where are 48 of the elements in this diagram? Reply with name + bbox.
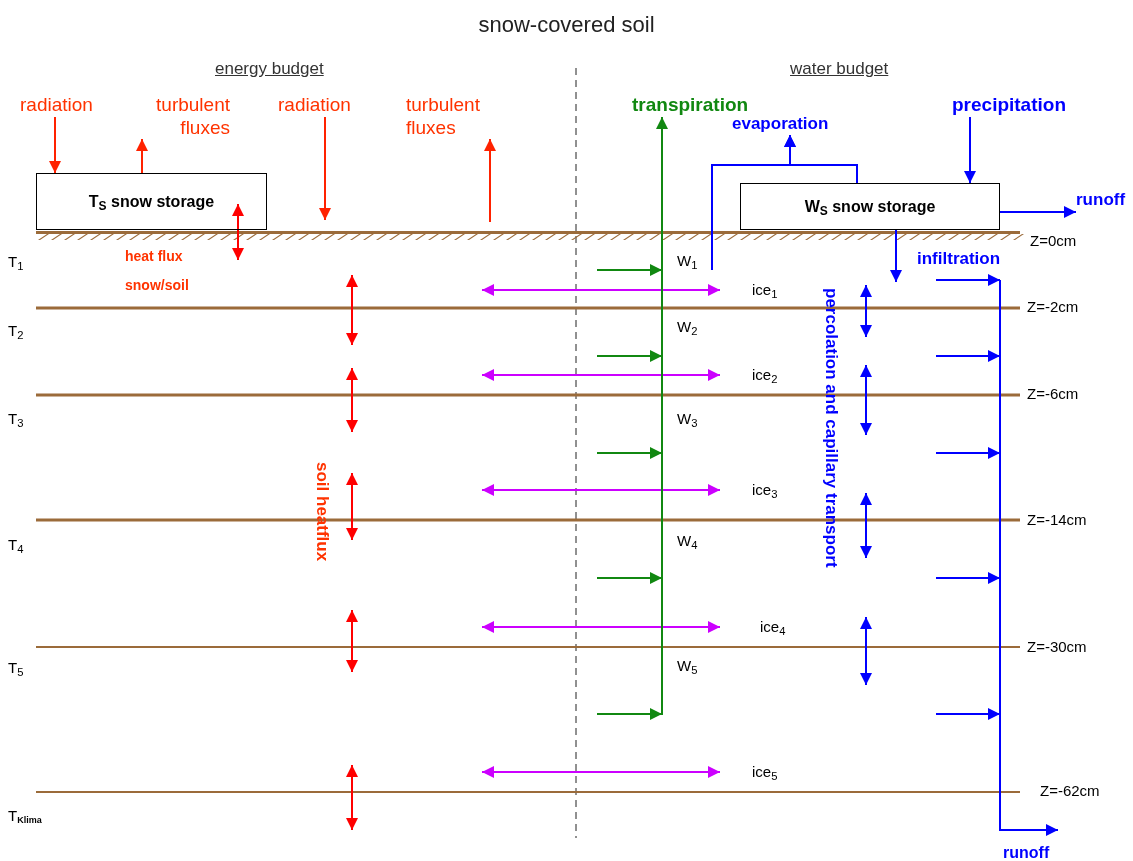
arrow [49, 116, 61, 174]
ice-label: ice$_{5}$ [752, 762, 778, 784]
diagram-title: snow-covered soil [478, 11, 655, 39]
ice-label: ice$_{1}$ [752, 280, 778, 302]
water-label: W$_{5}$ [677, 656, 698, 678]
arrow [319, 116, 331, 221]
flux-note: runoff [1003, 843, 1050, 861]
temperature-label: T$_{Klima}$ [8, 806, 42, 828]
water-label: W$_{4}$ [677, 531, 698, 553]
water-label: W$_{1}$ [677, 251, 698, 273]
ice-label: ice$_{2}$ [752, 365, 778, 387]
water-label: W$_{3}$ [677, 409, 698, 431]
depth-label: Z=-62cm [1040, 781, 1100, 801]
temperature-label: T$_{5}$ [8, 658, 24, 680]
flux-label: turbulent fluxes [406, 93, 516, 139]
flux-note: infiltration [917, 248, 1001, 270]
arrow [136, 138, 148, 174]
vertical-label: percolation and capillary transport [821, 288, 841, 568]
arrow [484, 138, 496, 223]
depth-label: Z=0cm [1030, 231, 1077, 251]
depth-label: Z=-30cm [1027, 637, 1087, 657]
arrow [964, 116, 976, 184]
temperature-label: T$_{4}$ [8, 535, 24, 557]
depth-label: Z=-2cm [1027, 297, 1079, 317]
water-label: W$_{2}$ [677, 317, 698, 339]
arrow [711, 134, 796, 271]
depth-label: Z=-14cm [1027, 510, 1087, 530]
storage-box: T$_{S}$ snow storage [36, 173, 267, 230]
ice-label: ice$_{3}$ [752, 480, 778, 502]
temperature-label: T$_{3}$ [8, 409, 24, 431]
flux-note: snow/soil [125, 276, 189, 295]
flux-label: radiation [20, 93, 120, 117]
flux-label: turbulent fluxes [120, 93, 230, 139]
section-heading: energy budget [215, 58, 324, 80]
temperature-label: T$_{1}$ [8, 252, 24, 274]
flux-label: radiation [278, 93, 378, 117]
temperature-label: T$_{2}$ [8, 321, 24, 343]
flux-label: precipitation [952, 93, 1097, 117]
arrow [999, 206, 1077, 218]
arrow [890, 229, 902, 283]
flux-note: heat flux [125, 247, 183, 266]
storage-box: W$_{S}$ snow storage [740, 183, 1000, 230]
flux-label: runoff [1076, 187, 1126, 213]
vertical-label: soil heatflux [312, 462, 332, 562]
depth-label: Z=-6cm [1027, 384, 1079, 404]
arrow [656, 116, 668, 716]
section-heading: water budget [790, 58, 889, 80]
ice-label: ice$_{4}$ [760, 617, 786, 639]
